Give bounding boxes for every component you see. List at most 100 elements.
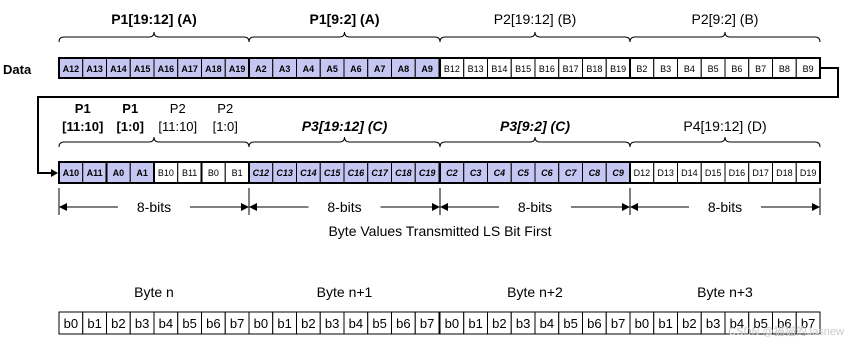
bit-label: b7: [230, 316, 244, 331]
row2-cell-label: C17: [371, 168, 389, 178]
wrap-arrow-line: [37, 67, 839, 174]
row1-brace: [248, 31, 441, 43]
row1-cell-label: B14: [491, 64, 507, 74]
row2-cell-label: D18: [776, 168, 793, 178]
row1-cell-label: B17: [563, 64, 579, 74]
row2-cell-label: C19: [419, 168, 436, 178]
row1-cell-label: B13: [468, 64, 484, 74]
row2-cell-label: D12: [634, 168, 651, 178]
row2-cell-label: B10: [158, 168, 174, 178]
bit-label: b7: [420, 316, 434, 331]
row2-cell-label: A11: [87, 168, 103, 178]
bits-arrowhead: [622, 203, 630, 211]
bit-label: b0: [635, 316, 649, 331]
row1-cell-label: A17: [181, 64, 198, 74]
row1-cell-label: B2: [636, 64, 647, 74]
row1-cell-label: A7: [374, 64, 386, 74]
row2-cell-label: C16: [348, 168, 366, 178]
bit-label: b5: [563, 316, 577, 331]
row2-cell-label: C12: [253, 168, 270, 178]
bits-arrowhead: [812, 203, 820, 211]
bits-arrowhead: [59, 203, 67, 211]
row2-group-header: P3[19:12] (C): [302, 118, 388, 134]
row1-cell-label: B6: [731, 64, 742, 74]
row1-cell-label: B7: [755, 64, 766, 74]
bit-label: b5: [753, 316, 767, 331]
bit-label: b7: [611, 316, 625, 331]
row2-cell-label: C15: [324, 168, 342, 178]
bit-label: b0: [64, 316, 78, 331]
bits-label: 8-bits: [518, 199, 552, 215]
row1-cell-label: A2: [255, 64, 267, 74]
row2-cell-label: C8: [589, 168, 601, 178]
row2-cell-label: C3: [470, 168, 482, 178]
row1-cell-label: B15: [515, 64, 531, 74]
row2-subheader-range: [11:10]: [62, 119, 103, 134]
row2-cell-label: C18: [395, 168, 412, 178]
row1-cell-label: B16: [539, 64, 555, 74]
bit-cell: [795, 311, 821, 335]
row1-cell-label: A6: [350, 64, 362, 74]
bits-arrowhead: [432, 203, 440, 211]
row2-subheader-range: [1:0]: [117, 119, 144, 134]
bits-arrowhead: [249, 203, 257, 211]
row2-cell-label: C13: [276, 168, 293, 178]
row1-cell-label: A5: [326, 64, 338, 74]
bit-label: b2: [301, 316, 315, 331]
row1-group-header: P1[19:12] (A): [111, 11, 197, 27]
row2-brace: [58, 136, 250, 148]
bits-label: 8-bits: [137, 199, 171, 215]
bit-label: b1: [277, 316, 291, 331]
row2-subheader-name: P1: [122, 101, 138, 116]
row1-group-header: P2[9:2] (B): [692, 11, 759, 27]
row2-subheader-name: P1: [75, 101, 91, 116]
row2-cell-label: C5: [517, 168, 529, 178]
bit-label: b3: [325, 316, 339, 331]
bit-cell: [414, 311, 440, 335]
row2-cell-label: D13: [657, 168, 674, 178]
bit-label: b1: [468, 316, 482, 331]
row1-brace: [629, 31, 821, 43]
bits-label: 8-bits: [708, 199, 742, 215]
row1-cell-label: A18: [205, 64, 222, 74]
row2-group-header: P4[19:12] (D): [683, 118, 766, 134]
bit-label: b7: [801, 316, 815, 331]
bit-label: b1: [87, 316, 101, 331]
row1-brace: [439, 31, 631, 43]
bit-label: b6: [396, 316, 410, 331]
row2-cell-label: B11: [182, 168, 197, 178]
row2-cell-label: C7: [565, 168, 577, 178]
caption: Byte Values Transmitted LS Bit First: [328, 223, 551, 239]
row1-cell-label: A15: [134, 64, 151, 74]
bit-label: b4: [349, 316, 363, 331]
bit-label: b6: [587, 316, 601, 331]
byte-name: Byte n+2: [507, 284, 563, 300]
row1-group-header: P2[19:12] (B): [494, 11, 577, 27]
row1-cell-label: B18: [586, 64, 602, 74]
row1-cell-label: B8: [779, 64, 790, 74]
row2-brace: [248, 136, 441, 148]
row2-cell-label: D15: [705, 168, 722, 178]
row2-brace: [439, 136, 631, 148]
row2-byte-frame: [629, 161, 821, 184]
bit-label: b3: [135, 316, 149, 331]
byte-name: Byte n+3: [697, 284, 753, 300]
bit-label: b6: [206, 316, 220, 331]
row2-subheader-name: P2: [217, 101, 233, 116]
row1-cell-label: B12: [444, 64, 460, 74]
row2-brace: [629, 136, 821, 148]
row2-subheader-range: [11:10]: [158, 119, 197, 134]
byte-name: Byte n+1: [317, 284, 373, 300]
row2-cell-label: D16: [729, 168, 746, 178]
bit-label: b0: [445, 316, 459, 331]
row1-cell-label: A3: [279, 64, 291, 74]
row1-cell-label: B19: [610, 64, 626, 74]
bit-label: b5: [372, 316, 386, 331]
bit-label: b2: [682, 316, 696, 331]
bits-label: 8-bits: [327, 199, 361, 215]
bit-label: b0: [254, 316, 268, 331]
row2-cell-label: C9: [612, 168, 624, 178]
row2-group-header: P3[9:2] (C): [500, 118, 570, 134]
row1-cell-label: A8: [398, 64, 410, 74]
